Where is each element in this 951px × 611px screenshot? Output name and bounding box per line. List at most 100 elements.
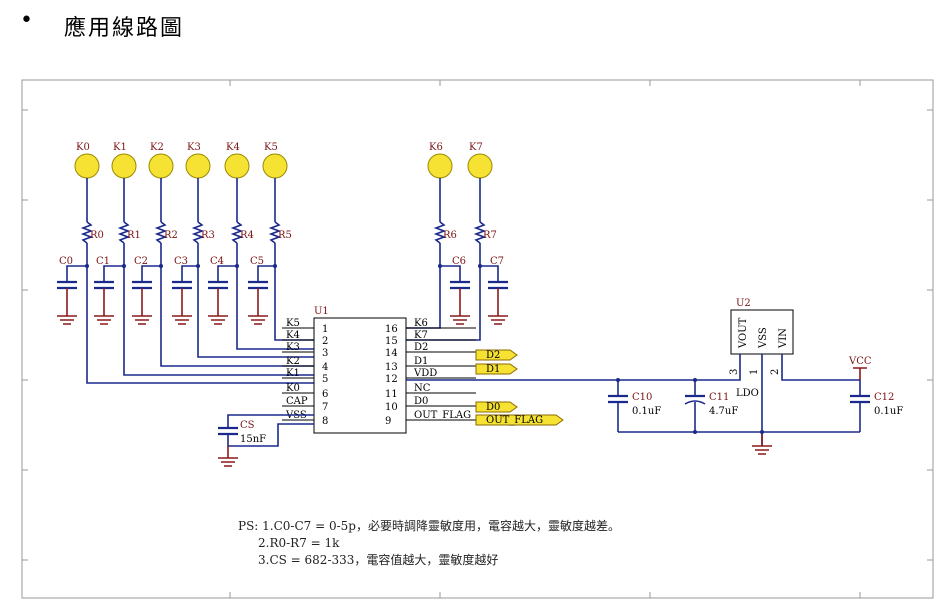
u1-left-num-2: 2	[322, 336, 328, 347]
ground-C1	[94, 288, 114, 325]
u1-pins: K51K42K33K24K15K06CAP7VSS8K616K715D214D1…	[282, 318, 476, 427]
u1-left-pin-K2: K2	[286, 356, 300, 367]
resistor-R6	[433, 221, 447, 244]
c10-value: 0.1uF	[632, 406, 661, 417]
key-pad-K6	[427, 153, 453, 179]
c11-value: 4.7uF	[709, 406, 738, 417]
resistor-label-R1: R1	[127, 230, 141, 241]
key-pad-K4	[224, 153, 250, 179]
port-d2-label: D2	[486, 350, 500, 361]
u1-left-pin-K5: K5	[286, 318, 300, 329]
resistor-label-R2: R2	[164, 230, 178, 241]
notes: PS: 1.C0-C7 = 0-5p，必要時調降靈敏度用，電容越大，靈敏度越差。…	[238, 518, 620, 567]
port-d0-label: D0	[486, 402, 500, 413]
resistor-label-R0: R0	[90, 230, 104, 241]
port-d2	[475, 349, 518, 361]
ground-C2	[132, 288, 152, 325]
net-K2	[160, 266, 314, 367]
key-cap-label-C0: C0	[59, 256, 73, 267]
note-line-2: 2.R0-R7 = 1k	[258, 536, 340, 550]
u1-left-num-6: 6	[322, 389, 328, 400]
key-group: K0R0C0K1R1C1K2R2C2K3R3C3K4R4C4K5R5C5K6R6…	[57, 142, 508, 384]
port-d1	[475, 363, 518, 375]
key-cap-label-C1: C1	[96, 256, 110, 267]
schematic-frame	[21, 79, 934, 599]
u2-ldo-label: LDO	[736, 388, 759, 399]
u2-pin-vss: VSS	[758, 327, 769, 349]
cs-capacitor: CS 15nF	[218, 414, 314, 467]
ground-C4	[208, 288, 228, 325]
u1-right-pin-K6: K6	[414, 318, 428, 329]
resistor-label-R6: R6	[443, 230, 457, 241]
c11-ref: C11	[709, 392, 729, 403]
note-line-3: 3.CS = 682-333，電容值越大，靈敏度越好	[258, 552, 498, 567]
resistor-R1	[117, 221, 131, 244]
resistor-label-R4: R4	[240, 230, 254, 241]
u1-right-pin-NC: NC	[414, 383, 431, 394]
u1-right-num-11: 11	[385, 389, 398, 400]
resistor-R5	[268, 221, 282, 244]
u1-right-num-9: 9	[385, 416, 391, 427]
vcc-label: VCC	[848, 356, 872, 367]
key-pad-K3	[185, 153, 211, 179]
key-pad-K2	[148, 153, 174, 179]
resistor-label-R7: R7	[483, 230, 497, 241]
key-pad-K5	[262, 153, 288, 179]
ground-C7	[488, 288, 508, 325]
u2-ref: U2	[736, 298, 751, 309]
u1-right-pin-D1: D1	[414, 356, 428, 367]
key-label-K1: K1	[113, 142, 127, 153]
u1-right-num-13: 13	[385, 362, 398, 373]
key-cap-label-C6: C6	[452, 256, 466, 267]
u1-left-num-7: 7	[322, 402, 328, 413]
frame-ticks	[22, 80, 933, 598]
ground-C5	[248, 288, 268, 325]
u1-right-pin-VDD: VDD	[413, 368, 437, 379]
u2-ldo: U2 VOUT VSS VIN 3 1 2 LDO	[729, 298, 794, 399]
port-out-flag	[475, 414, 564, 426]
net-K0	[86, 266, 314, 384]
u1-left-pin-K3: K3	[286, 342, 300, 353]
key-cap-label-C4: C4	[210, 256, 224, 267]
net-K1	[123, 266, 314, 376]
cs-ref: CS	[240, 420, 255, 431]
u1-right-pin-D2: D2	[414, 342, 428, 353]
key-pad-K1	[111, 153, 137, 179]
u1-left-pin-K0: K0	[286, 383, 300, 394]
u1-left-num-3: 3	[322, 348, 328, 359]
c12-value: 0.1uF	[874, 406, 903, 417]
u1-left-num-8: 8	[322, 416, 328, 427]
resistor-R7	[473, 221, 487, 244]
u1-left-pin-CAP: CAP	[286, 396, 308, 407]
u1-left-num-4: 4	[322, 362, 328, 373]
u1-ref: U1	[314, 306, 329, 317]
key-label-K5: K5	[264, 142, 278, 153]
u2-num-3: 3	[729, 369, 740, 375]
page-heading: 應用線路圖	[64, 16, 185, 41]
net-K3	[197, 266, 314, 358]
port-out-flag-label: OUT_FLAG	[486, 415, 543, 426]
resistor-label-R3: R3	[201, 230, 215, 241]
ground-C3	[172, 288, 192, 325]
ground-C6	[450, 288, 470, 325]
key-cap-label-C7: C7	[490, 256, 504, 267]
u1-right-num-10: 10	[385, 402, 398, 413]
resistor-R0	[80, 221, 94, 244]
resistor-R4	[230, 221, 244, 244]
resistor-R3	[191, 221, 205, 244]
u2-pin-vin: VIN	[778, 328, 789, 349]
u1-chip: U1	[313, 306, 407, 434]
u1-body	[313, 317, 407, 434]
u1-right-pin-OUT_FLAG: OUT_FLAG	[414, 410, 471, 421]
cs-value: 15nF	[240, 434, 266, 445]
u1-left-num-1: 1	[322, 324, 328, 335]
u2-num-1: 1	[749, 369, 760, 375]
ports: D2 D1 D0 OUT_FLAG	[475, 349, 564, 426]
u1-left-pin-K1: K1	[286, 368, 300, 379]
u1-left-pin-K4: K4	[286, 330, 300, 341]
power-section: VCC C10 0.1uF C11 4.7uF C12 0.1uF	[406, 356, 903, 455]
key-label-K6: K6	[429, 142, 443, 153]
u1-right-num-16: 16	[385, 324, 398, 335]
u2-pin-vout: VOUT	[738, 317, 749, 349]
